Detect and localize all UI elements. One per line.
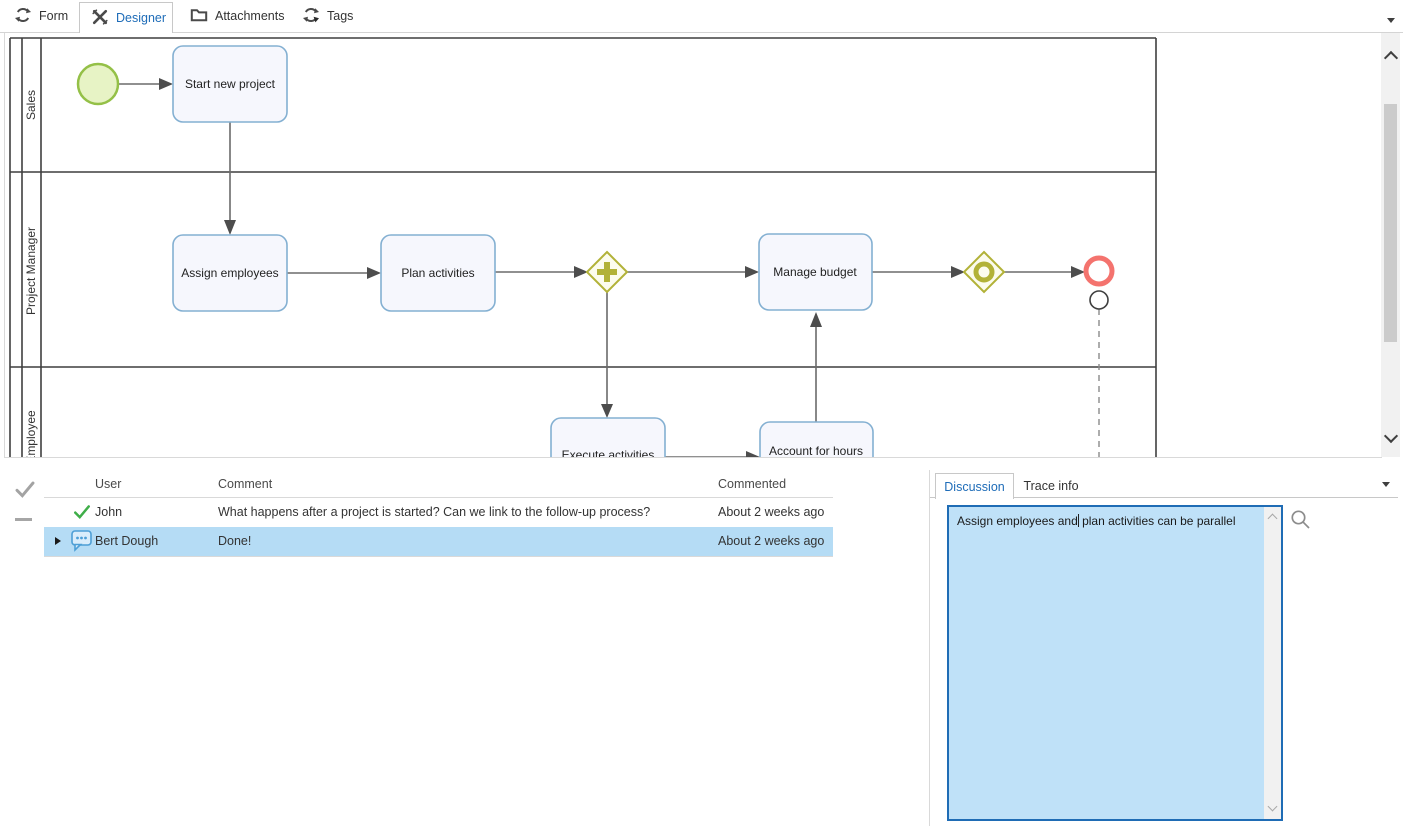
panel-tabs-divider [930,497,1398,498]
discussion-input-scrollbar[interactable] [1264,507,1281,819]
row-divider [44,556,833,557]
design-tools-icon [91,8,109,29]
tab-discussion[interactable]: Discussion [935,473,1014,499]
parallel-gateway[interactable] [585,250,629,294]
task-manage-budget[interactable]: Manage budget [758,233,873,311]
commented-cell: About 2 weeks ago [718,505,825,519]
user-cell: Bert Dough [95,534,159,548]
lane-label-employee: Employee [24,410,38,457]
tabbar-overflow-dropdown-icon[interactable] [1387,18,1395,23]
task-label: Account for hours [769,444,863,457]
search-icon[interactable] [1290,509,1311,535]
plus-icon [597,262,617,282]
tab-form[interactable]: Form [8,0,80,32]
flow-arrowheads [159,78,1085,457]
header-divider [44,497,833,498]
tab-attachments[interactable]: Attachments [184,0,294,32]
check-icon[interactable] [14,479,36,504]
scroll-up-icon[interactable] [1383,50,1399,66]
column-header-comment[interactable]: Comment [218,477,273,491]
tab-label: Form [39,9,69,23]
tab-tags[interactable]: Tags [296,0,364,32]
task-label: Manage budget [773,265,857,279]
selected-row-highlight [44,527,833,556]
end-event[interactable] [1083,255,1115,287]
task-label: Execute activities [562,448,655,457]
bpmn-diagram: Sales Project Manager Employee [9,37,1157,457]
tab-label: Designer [116,11,167,25]
task-label: Start new project [185,77,276,91]
check-icon [73,503,91,525]
panel-separator [929,470,930,826]
discussion-input[interactable]: Assign employees and plan activities can… [947,505,1283,821]
scrollbar-thumb[interactable] [1384,104,1397,342]
tab-designer[interactable]: Designer [79,2,173,33]
lane-label-project-manager: Project Manager [24,227,38,315]
lane-label-sales: Sales [24,90,38,120]
pool [9,37,1157,457]
text-caret [1077,514,1079,527]
link-anchor-event[interactable] [1089,290,1109,310]
task-label: Plan activities [401,266,474,280]
panel-dropdown-icon[interactable] [1382,482,1390,487]
task-start-new-project[interactable]: Start new project [172,45,288,123]
scroll-down-icon[interactable] [1383,428,1399,444]
dash-icon[interactable] [15,518,32,521]
top-tab-bar: Form Designer Attachments Tags [0,0,1403,33]
task-account-for-hours[interactable]: Account for hours [759,421,874,457]
task-execute-activities[interactable]: Execute activities [550,417,666,457]
circle-icon [973,261,995,283]
task-assign-employees[interactable]: Assign employees [172,234,288,312]
column-header-user[interactable]: User [95,477,122,491]
input-text: plan activities can be parallel [1078,514,1236,528]
sync-tag-icon [302,6,320,27]
scroll-down-icon[interactable] [1267,801,1278,812]
diagram-scrollbar[interactable] [1381,33,1400,457]
inclusive-gateway[interactable] [962,250,1006,294]
comment-cell: Done! [218,534,252,548]
task-plan-activities[interactable]: Plan activities [380,234,496,312]
bpmn-canvas[interactable]: Sales Project Manager Employee [4,33,1382,458]
sequence-flows [119,83,1100,457]
start-event[interactable] [76,62,120,106]
tab-trace-info[interactable]: Trace info [1012,473,1090,498]
folder-icon [190,6,208,27]
task-label: Assign employees [181,266,278,280]
commented-cell: About 2 weeks ago [718,534,825,548]
tab-label: Trace info [1023,478,1079,493]
user-cell: John [95,505,123,519]
tab-label: Discussion [944,479,1005,494]
discussion-bubble-icon [71,530,93,557]
scroll-up-icon[interactable] [1267,513,1278,524]
input-text: Assign employees and [957,514,1078,528]
tab-label: Tags [327,9,354,23]
comment-cell: What happens after a project is started?… [218,505,651,519]
sync-icon [14,6,32,27]
column-header-commented[interactable]: Commented [718,477,787,491]
tab-label: Attachments [215,9,285,23]
row-expander-icon[interactable] [55,537,61,545]
